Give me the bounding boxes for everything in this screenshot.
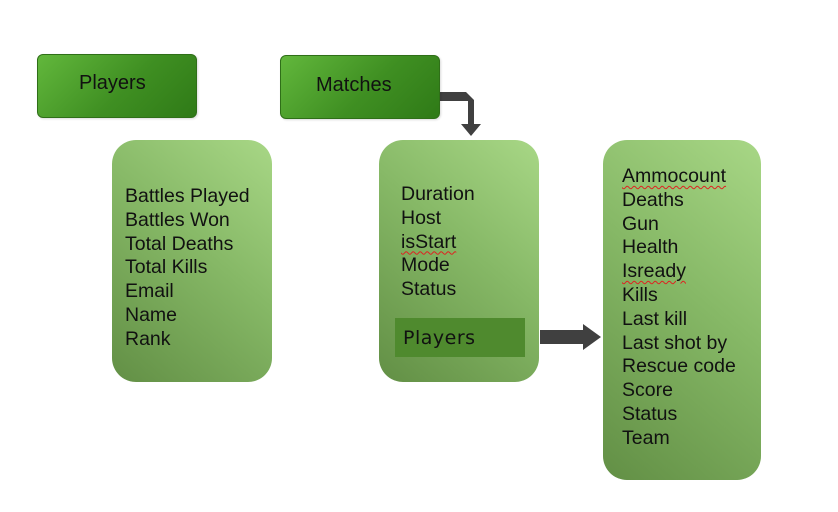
players-header-label: Players (79, 71, 146, 94)
match-players-field-list: Ammocount Deaths Gun Health Isready Kill… (622, 165, 736, 451)
match-players-field: Score (622, 379, 673, 402)
players-fields-card (112, 140, 272, 382)
players-field-list: Battles Played Battles Won Total Deaths … (125, 185, 250, 352)
matches-field: isStart (401, 231, 475, 255)
match-players-field-text: Isready (622, 260, 686, 283)
players-header-box: Players (37, 54, 197, 118)
players-field: Battles Played (125, 185, 250, 207)
matches-field-list: Duration Host isStart Mode Status (401, 183, 475, 302)
match-players-field-text: Ammocount (622, 165, 727, 187)
players-field: Total Kills (125, 256, 208, 279)
matches-field: Duration (401, 183, 475, 205)
match-players-field: Last shot by (622, 331, 728, 354)
match-players-field: Rescue code (622, 355, 736, 378)
match-players-field: Last kill (622, 307, 688, 330)
match-players-field: Gun (622, 212, 659, 235)
match-players-field: Status (622, 402, 678, 425)
players-field: Battles Won (125, 208, 230, 231)
matches-header-label: Matches (316, 74, 392, 96)
matches-field: Host (401, 206, 442, 229)
match-players-field: Kills (622, 283, 658, 306)
match-players-field: Isready (622, 260, 736, 284)
matches-field: Mode (401, 254, 450, 277)
match-players-fields-card (603, 140, 761, 480)
matches-field-text: isStart (401, 230, 457, 253)
match-players-field: Ammocount (622, 165, 736, 189)
players-connector-arrow (196, 95, 238, 136)
matches-header-box: Matches (280, 55, 440, 119)
matches-nested-players-label: Players (403, 326, 476, 349)
matches-nested-players-box: Players (395, 318, 525, 357)
match-players-field: Team (622, 426, 670, 449)
players-field: Name (125, 303, 178, 326)
players-field: Total Deaths (125, 232, 234, 255)
matches-field: Status (401, 278, 457, 301)
players-field: Rank (125, 327, 171, 350)
matches-connector-arrow (439, 92, 481, 136)
match-players-field: Health (622, 236, 679, 259)
players-field: Email (125, 280, 174, 303)
players-to-detail-arrow (540, 324, 601, 350)
match-players-field: Deaths (622, 188, 684, 211)
